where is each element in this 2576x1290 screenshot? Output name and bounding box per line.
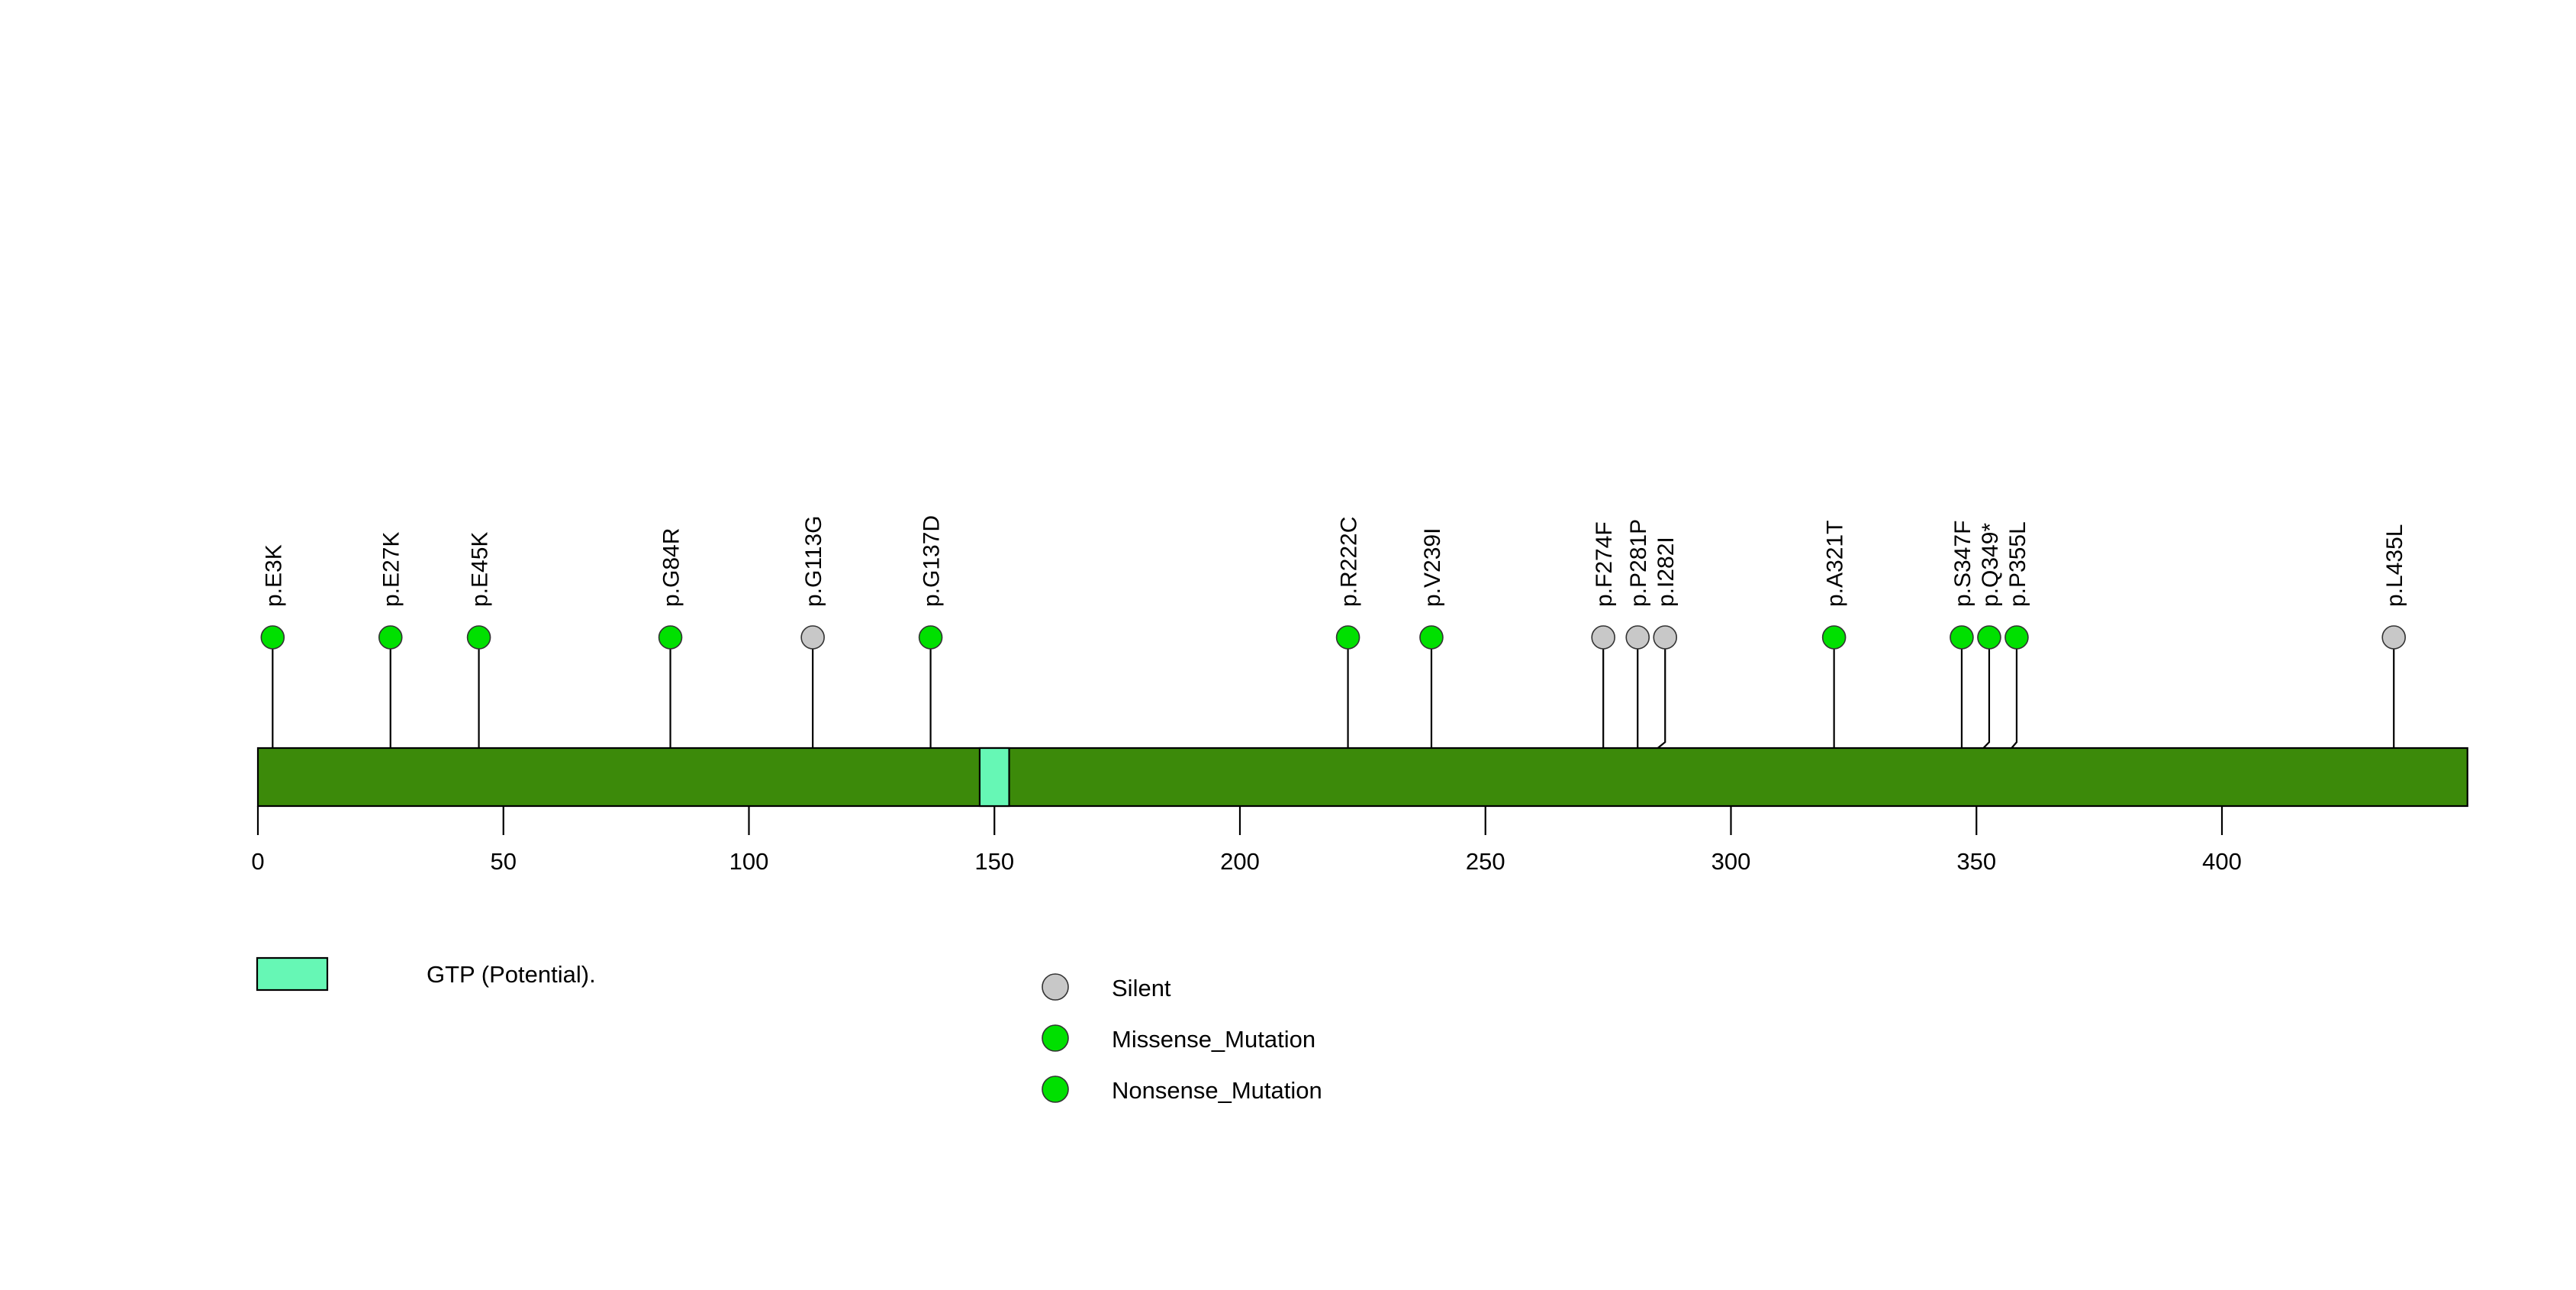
axis-tick-label-300: 300	[1711, 848, 1751, 875]
mutation-label-13: p.Q349*	[1978, 523, 2003, 607]
axis-tick-label-0: 0	[251, 848, 264, 875]
mutation-label-14: p.P355L	[2005, 521, 2030, 607]
mutation-label-9: p.P281P	[1626, 519, 1651, 607]
lollipop-head-11[interactable]	[1821, 625, 1847, 650]
position-axis-layer: 0 50 100 150 200 250 300 350 400	[251, 806, 2242, 875]
mutation-label-10: p.I282I	[1653, 537, 1679, 607]
lollipop-head-0[interactable]	[260, 625, 285, 650]
mutation-label-2: p.E45K	[468, 532, 493, 607]
mutation-label-12: p.S347F	[1950, 521, 1975, 607]
legend-mutation-dot-0	[1042, 973, 1069, 1001]
lollipop-head-8[interactable]	[1591, 625, 1615, 650]
mutation-label-11: p.A321T	[1823, 521, 1848, 607]
axis-tick-label-150: 150	[974, 848, 1014, 875]
lollipop-head-2[interactable]	[466, 625, 491, 650]
axis-tick-label-350: 350	[1956, 848, 1996, 875]
axis-tick-label-100: 100	[729, 848, 769, 875]
mutation-label-4: p.G113G	[801, 515, 826, 607]
legend-mutation-label-1: Missense_Mutation	[1112, 1026, 1315, 1053]
legend-mutation-dot-2	[1042, 1076, 1069, 1103]
legend-mutation-label-0: Silent	[1112, 975, 1171, 1001]
lollipop-head-13[interactable]	[1977, 625, 2001, 650]
legend-mutation-label-2: Nonsense_Mutation	[1112, 1077, 1322, 1104]
legend-layer: GTP (Potential). SilentMissense_MutationN…	[256, 956, 1322, 1104]
lollipop-head-14[interactable]	[2004, 625, 2029, 650]
lollipop-head-15[interactable]	[2381, 625, 2407, 650]
mutation-labels-layer: p.E3K p.E27K p.E45K p.G84R p.G113G p.G137D p.R…	[261, 515, 2407, 607]
mutation-label-5: p.G137D	[919, 515, 945, 607]
protein-backbone-bar	[256, 747, 2468, 808]
lollipop-heads-layer	[260, 625, 2407, 650]
mutation-label-0: p.E3K	[261, 544, 286, 607]
axis-tick-label-50: 50	[491, 848, 517, 875]
mutation-label-15: p.L435L	[2382, 524, 2407, 607]
mutation-label-8: p.F274F	[1592, 521, 1617, 607]
legend-mutation-dot-1	[1042, 1024, 1069, 1052]
mutation-label-7: p.V239I	[1420, 528, 1445, 607]
lollipop-head-7[interactable]	[1419, 625, 1444, 650]
mutation-label-3: p.G84R	[659, 528, 684, 607]
protein-bar-layer	[256, 747, 2468, 808]
axis-tick-label-250: 250	[1466, 848, 1505, 875]
lollipop-head-10[interactable]	[1653, 625, 1678, 650]
protein-domain-layer	[978, 747, 1010, 808]
axis-tick-label-200: 200	[1220, 848, 1260, 875]
lollipop-head-9[interactable]	[1625, 625, 1650, 650]
mutation-label-6: p.R222C	[1337, 517, 1362, 607]
lollipop-head-1[interactable]	[378, 625, 403, 650]
lollipop-head-5[interactable]	[918, 625, 943, 650]
lollipop-head-6[interactable]	[1335, 625, 1360, 650]
legend-domain-label-0: GTP (Potential).	[427, 961, 596, 988]
mutation-label-1: p.E27K	[379, 532, 404, 607]
lollipop-head-3[interactable]	[658, 625, 683, 650]
protein-domain-0[interactable]	[978, 747, 1010, 808]
axis-tick-label-400: 400	[2202, 848, 2242, 875]
legend-domain-swatch-0	[256, 956, 329, 992]
lollipop-head-12[interactable]	[1950, 625, 1974, 650]
lollipop-head-4[interactable]	[800, 625, 825, 650]
